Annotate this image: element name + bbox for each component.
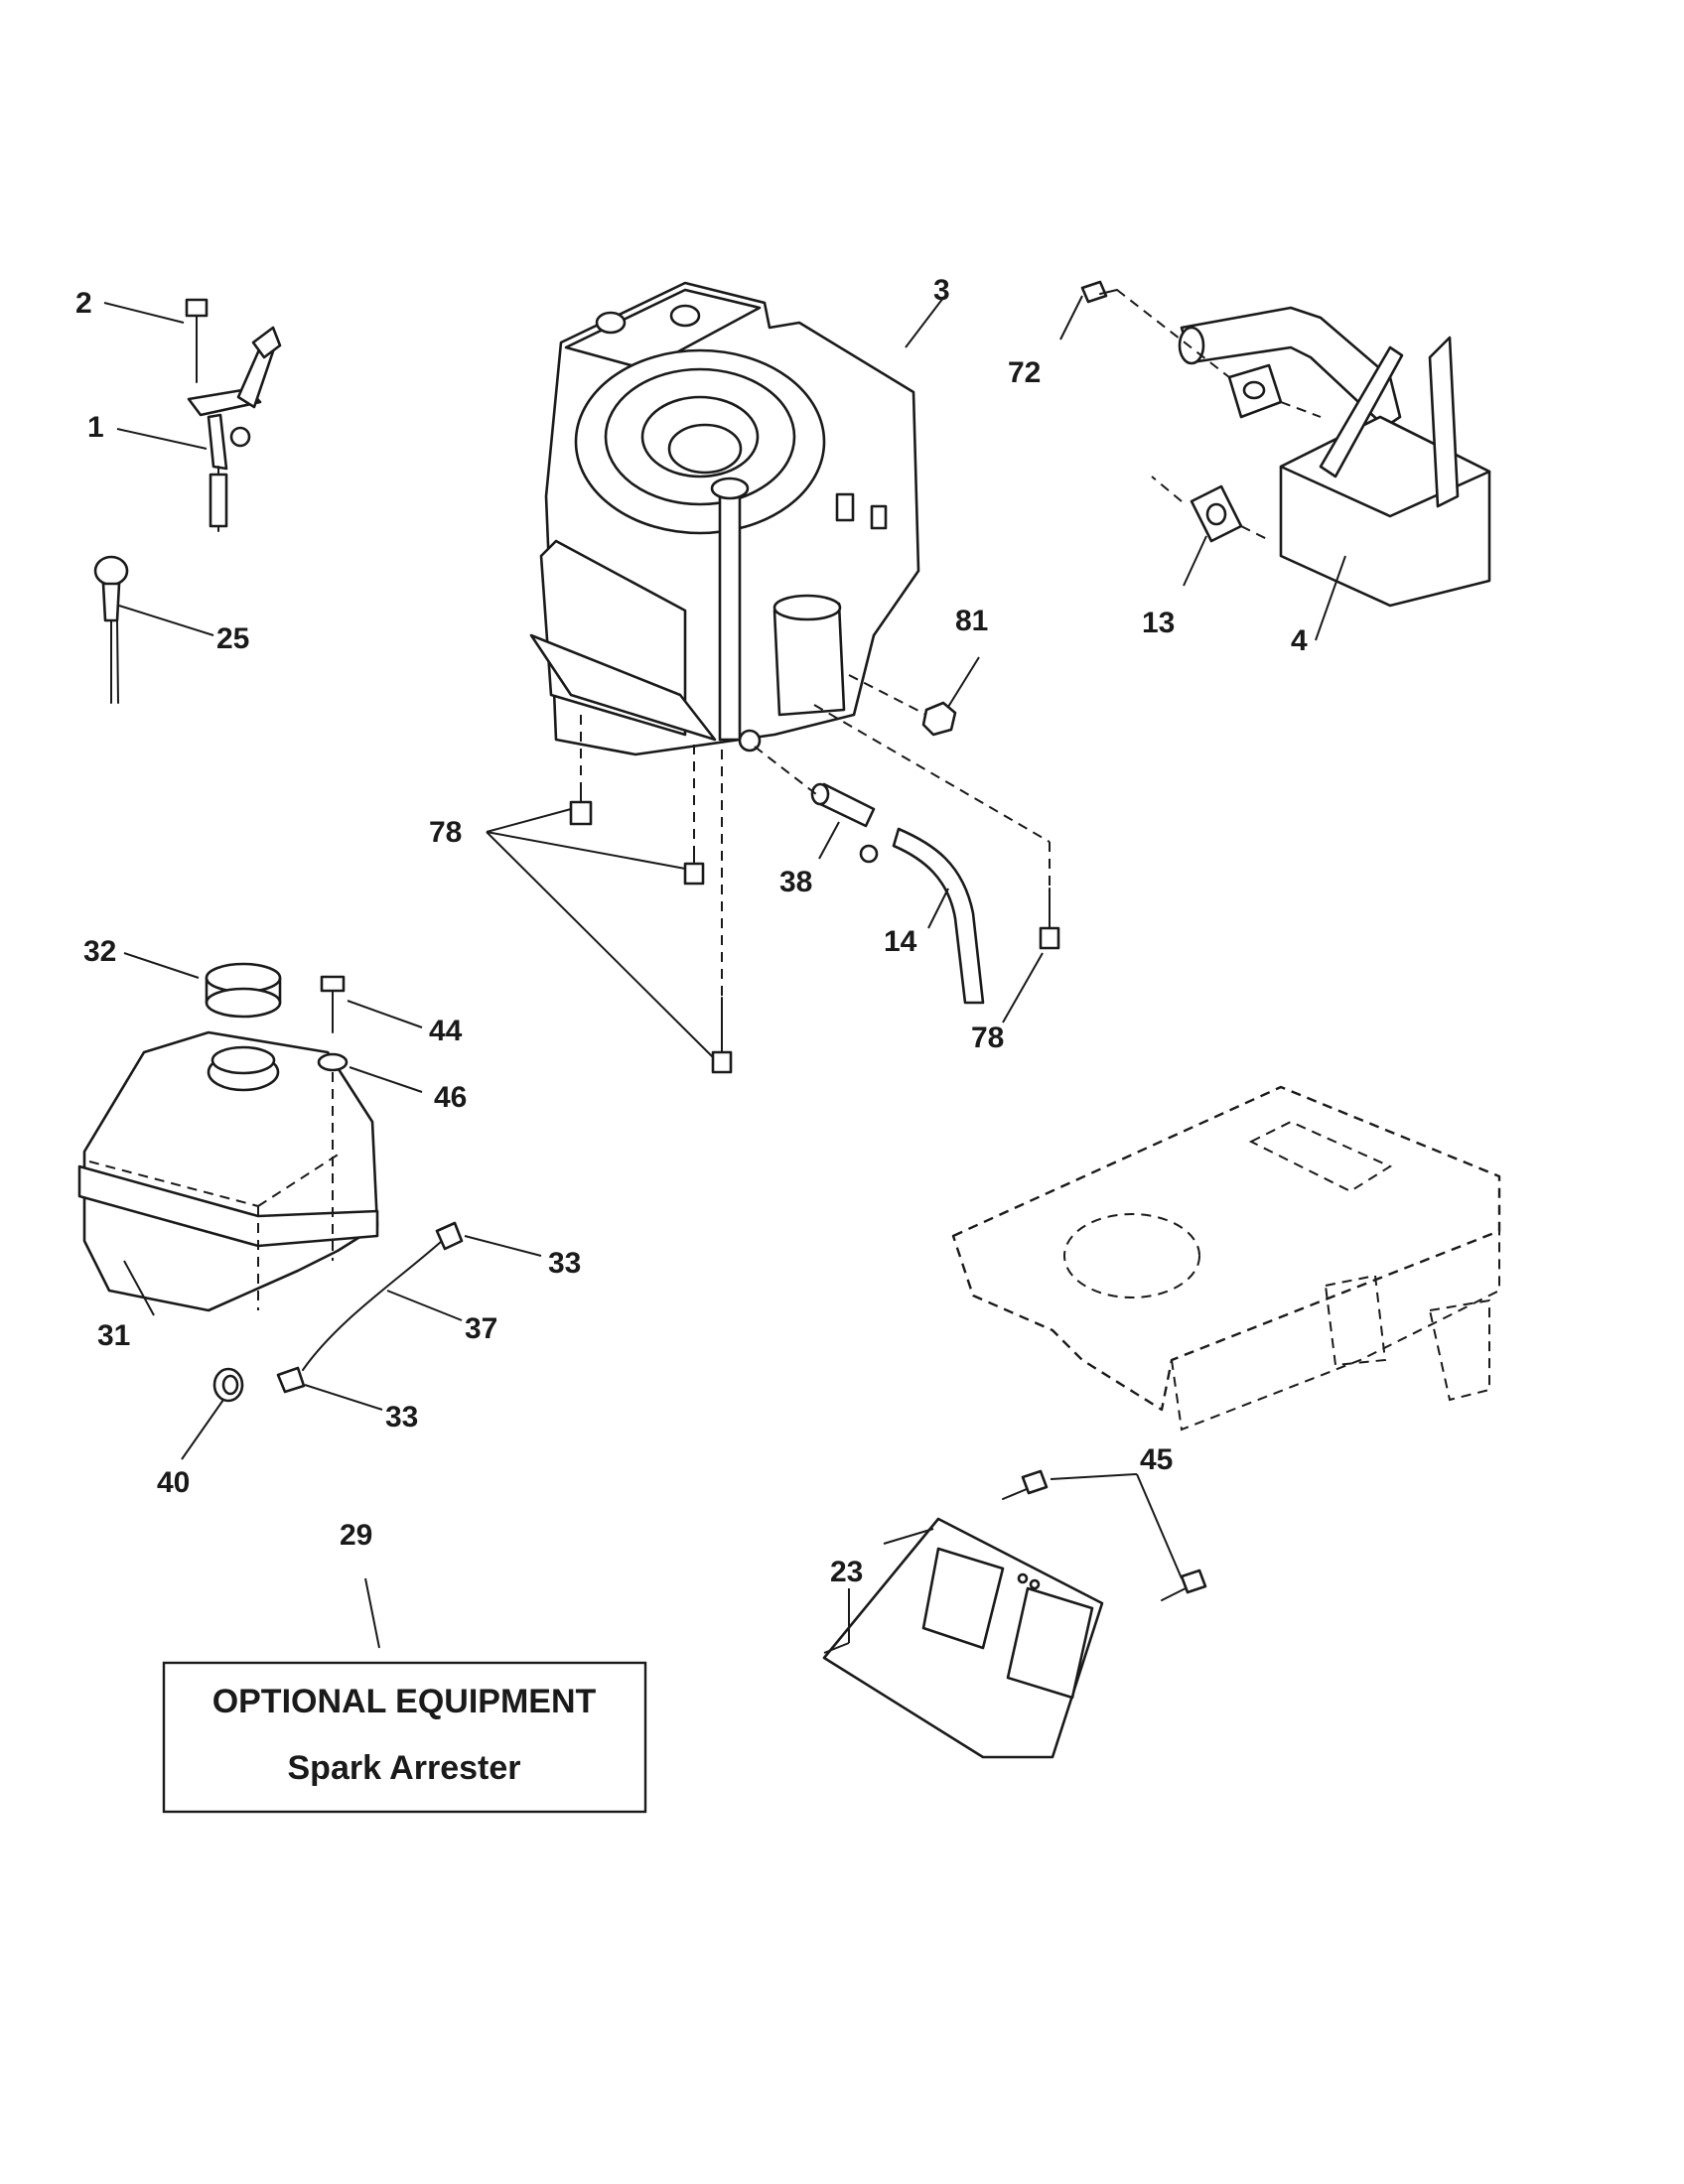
callout-33-upper: 33 bbox=[548, 1247, 581, 1280]
assembly-lines bbox=[580, 289, 1322, 998]
callout-45: 45 bbox=[1140, 1443, 1173, 1476]
gasket-part bbox=[1190, 484, 1243, 543]
callout-38: 38 bbox=[779, 866, 812, 898]
callout-3: 3 bbox=[933, 274, 950, 307]
callout-31: 31 bbox=[97, 1319, 130, 1352]
fuel-tank-part bbox=[77, 1030, 379, 1312]
callout-81: 81 bbox=[955, 605, 988, 637]
callout-numbers: 2 1 25 3 72 13 4 81 78 38 14 78 32 44 46… bbox=[75, 274, 1308, 1588]
callout-78-left: 78 bbox=[429, 816, 462, 849]
fuel-line-part bbox=[302, 1240, 443, 1371]
fuel-filter-part bbox=[810, 782, 879, 864]
callout-1: 1 bbox=[87, 411, 104, 444]
callout-23: 23 bbox=[830, 1556, 863, 1588]
engine-part bbox=[529, 281, 920, 756]
choke-knob-part bbox=[93, 555, 129, 704]
nut-part bbox=[921, 701, 957, 737]
fuel-cap-part bbox=[205, 962, 282, 1019]
engine-bolts-part bbox=[569, 788, 1060, 1074]
spark-arrester-label: Spark Arrester bbox=[288, 1749, 521, 1787]
callout-40: 40 bbox=[157, 1466, 190, 1499]
heat-shield-part bbox=[822, 1517, 1104, 1759]
hose-clamp-lower-part bbox=[276, 1366, 306, 1394]
callout-37: 37 bbox=[465, 1312, 497, 1345]
grommet-part bbox=[212, 1367, 244, 1403]
throttle-control-part bbox=[185, 298, 282, 532]
callout-14: 14 bbox=[884, 925, 917, 958]
callout-44: 44 bbox=[429, 1015, 463, 1047]
callout-25: 25 bbox=[216, 622, 249, 655]
callout-46: 46 bbox=[434, 1081, 467, 1114]
callout-32: 32 bbox=[83, 935, 116, 968]
callout-78-right: 78 bbox=[971, 1022, 1004, 1054]
callout-13: 13 bbox=[1142, 607, 1175, 639]
callout-4: 4 bbox=[1291, 624, 1308, 657]
callout-29: 29 bbox=[340, 1519, 372, 1552]
washer-part bbox=[317, 1052, 349, 1072]
tractor-frame-reference bbox=[951, 1085, 1501, 1432]
leader-lines bbox=[103, 295, 1346, 1654]
optional-equipment-box: OPTIONAL EQUIPMENT Spark Arrester bbox=[162, 1661, 647, 1814]
muffler-part bbox=[1178, 306, 1491, 608]
hose-clamp-part bbox=[435, 1221, 464, 1251]
optional-equipment-title: OPTIONAL EQUIPMENT bbox=[212, 1683, 597, 1720]
callout-33-lower: 33 bbox=[385, 1401, 418, 1433]
fuel-hose-part bbox=[892, 827, 985, 1005]
tank-screw-part bbox=[320, 975, 346, 1033]
exhaust-screw-part bbox=[1080, 280, 1118, 304]
shield-bolts-part bbox=[1002, 1469, 1207, 1601]
callout-2: 2 bbox=[75, 287, 92, 320]
callout-72: 72 bbox=[1008, 356, 1041, 389]
